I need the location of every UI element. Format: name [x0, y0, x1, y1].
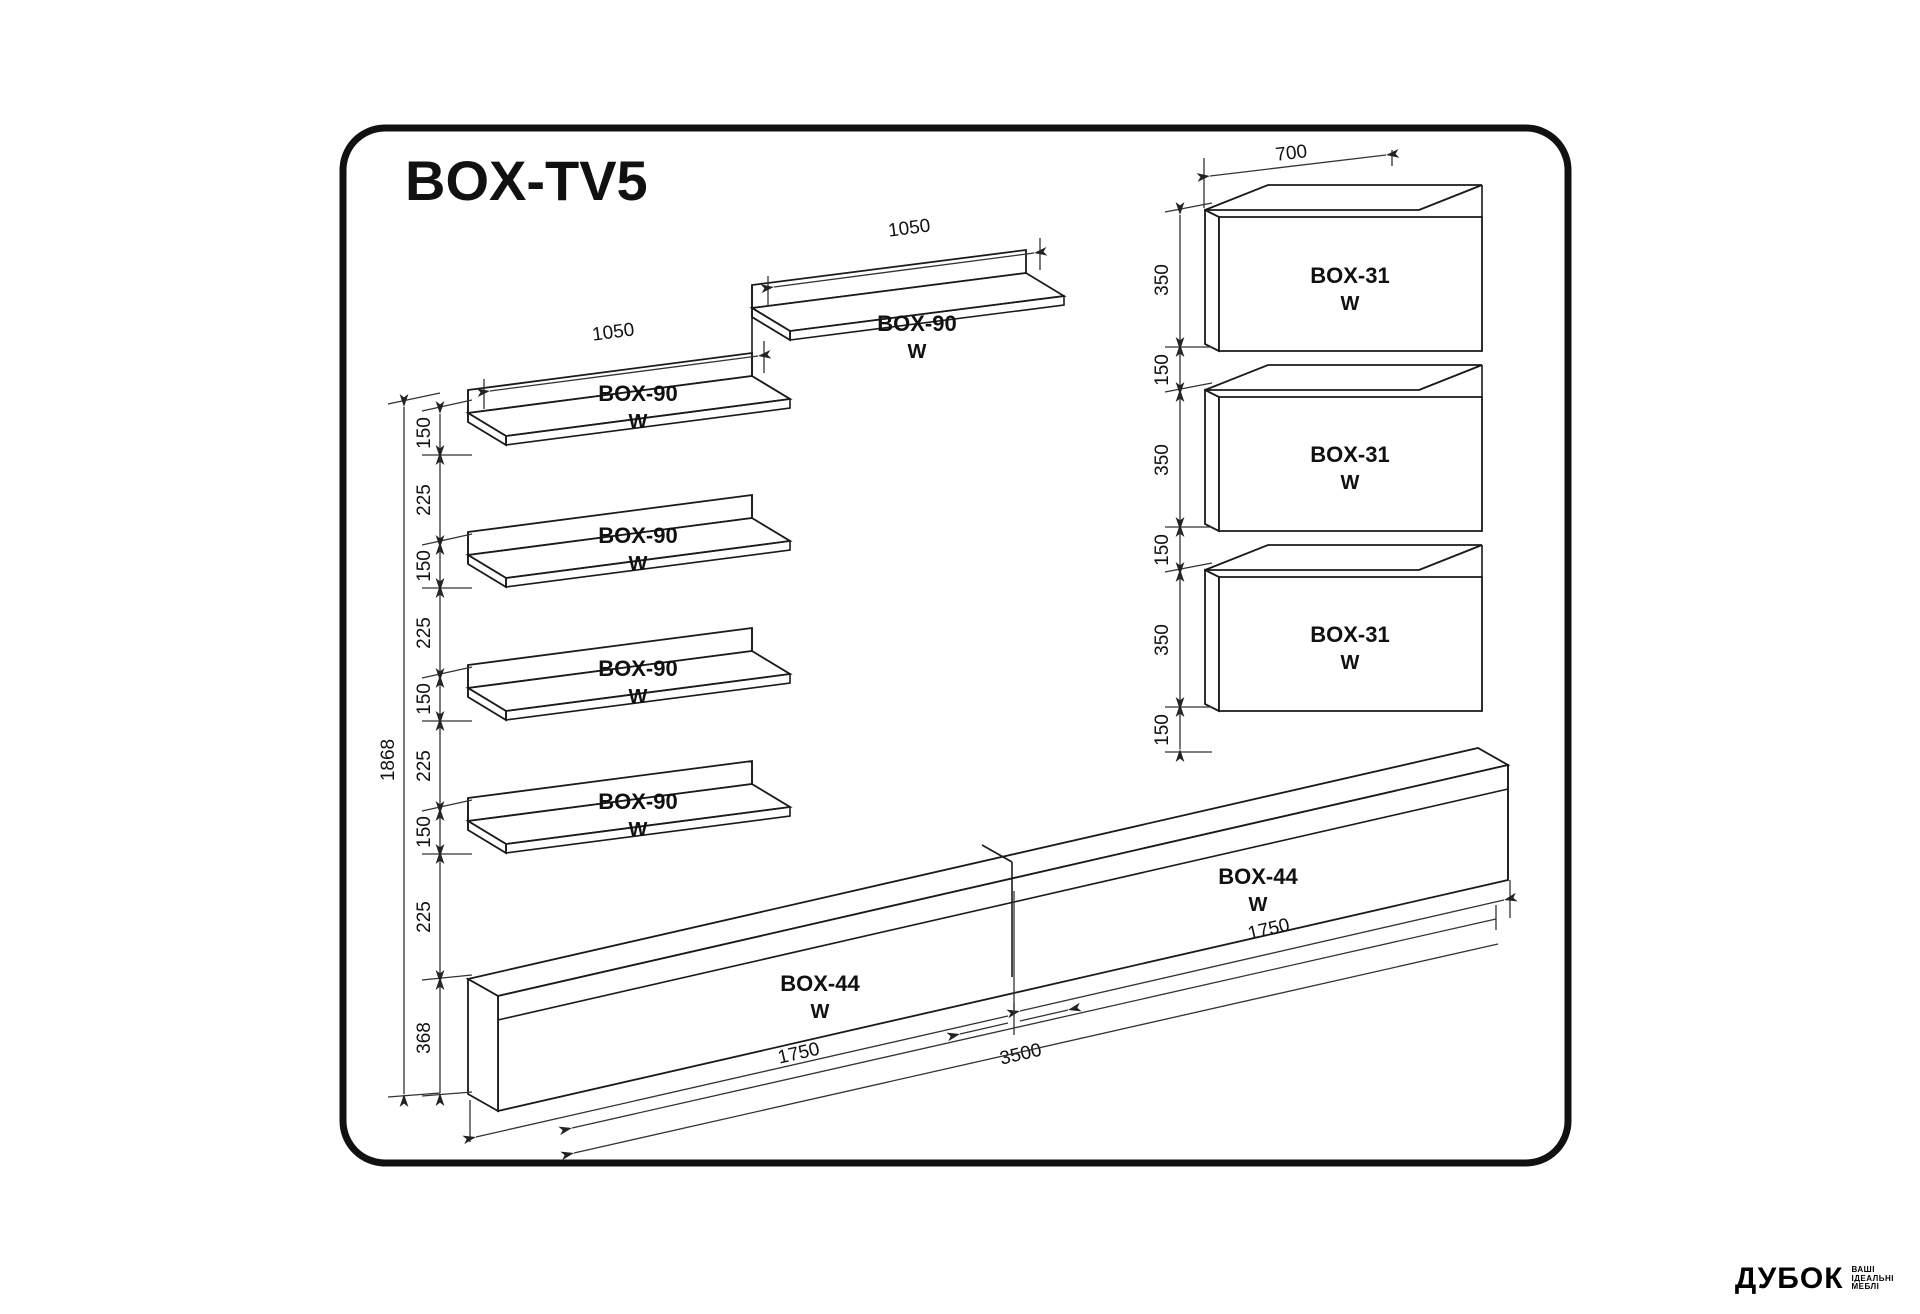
cabinet-1-variant: W [1341, 293, 1360, 315]
dim-overall-height-text: 1868 [378, 739, 399, 781]
dim-shelf-gap-3-text: 225 [414, 750, 435, 782]
dim-cabinet-gap-1-text: 150 [1152, 354, 1173, 386]
wall-cabinet-3 [1204, 544, 1483, 713]
dim-chain-shelves [421, 399, 473, 1106]
tv-left-end-face [467, 977, 499, 1113]
tv-left-label: BOX-44 [780, 971, 860, 996]
cabinet-2-label: BOX-31 [1310, 442, 1389, 467]
shelf-top-left-label: BOX-90 [598, 381, 677, 406]
dim-cabinet-width-text: 700 [1274, 141, 1308, 166]
tv-divider-top [981, 844, 1013, 863]
shelf-plate-thickness [505, 673, 791, 721]
dim-tv-width-right [1006, 880, 1518, 1019]
dim-cabinet-height-1-text: 350 [1152, 264, 1173, 296]
shelf-2-label: BOX-90 [598, 523, 677, 548]
shelf-plate-thickness [505, 398, 791, 446]
drawing-frame-border [339, 124, 1572, 1167]
shelf-top-right-label: BOX-90 [877, 311, 956, 336]
cabinet-3-label: BOX-31 [1310, 622, 1389, 647]
cabinet-front-face [1218, 576, 1483, 712]
watermark: ДУБОК ВАШІ ІДЕАЛЬНІ МЕБЛІ [1735, 1262, 1894, 1296]
wall-cabinet-2 [1204, 364, 1483, 533]
shelf-unit-3 [465, 626, 793, 722]
cabinet-2-variant: W [1341, 472, 1360, 494]
tv-right-label: BOX-44 [1218, 864, 1298, 889]
shelf-unit-2 [465, 493, 793, 589]
watermark-tagline-3: МЕБЛІ [1851, 1282, 1880, 1292]
dim-cabinet-gap-3-text: 150 [1152, 714, 1173, 746]
shelf-plate-thickness [505, 540, 791, 588]
dim-shelf-width-right [760, 238, 1048, 306]
dim-cabinet-height-3-text: 350 [1152, 624, 1173, 656]
shelf-3-label: BOX-90 [598, 656, 677, 681]
dim-cabinet-width [1196, 149, 1400, 208]
watermark-brand: ДУБОК [1734, 1262, 1844, 1295]
dim-overall-height [387, 392, 441, 1107]
shelf-unit-4 [465, 759, 793, 855]
dim-shelf-gap-4-text: 225 [414, 901, 435, 933]
dim-tv-width-left [462, 1015, 1009, 1145]
tv-reveal-line-1 [497, 788, 1509, 1021]
dim-bottom-reference-lines [558, 905, 1499, 1161]
dim-shelf-thk-1-text: 150 [414, 417, 435, 449]
cabinet-left-face [1204, 388, 1220, 533]
cabinet-edge-lines [1204, 544, 1483, 578]
cabinet-left-face [1204, 568, 1220, 713]
shelf-top-right-variant: W [908, 341, 927, 363]
dim-shelf-thk-3-text: 150 [414, 683, 435, 715]
wall-cabinet-1 [1204, 184, 1483, 353]
dim-shelf-thk-4-text: 150 [414, 816, 435, 848]
shelf-4-label: BOX-90 [598, 789, 677, 814]
dim-shelf-gap-1-text: 225 [414, 484, 435, 516]
shelf-2-variant: W [629, 553, 648, 575]
tv-base-unit [465, 747, 1511, 1113]
dim-shelf-width-left [476, 341, 772, 409]
cabinet-front-face [1218, 396, 1483, 532]
shelf-plate-thickness [505, 806, 791, 854]
cabinet-1-label: BOX-31 [1310, 263, 1389, 288]
dim-cabinet-gap-2-text: 150 [1152, 534, 1173, 566]
dim-cabinet-height-2-text: 350 [1152, 444, 1173, 476]
dim-base-height-text: 368 [414, 1022, 435, 1054]
tv-left-variant: W [811, 1001, 830, 1023]
cabinet-front-face [1218, 216, 1483, 352]
shelf-3-variant: W [629, 686, 648, 708]
dim-tv-total-width [946, 1002, 1082, 1042]
shelf-top-left-variant: W [629, 411, 648, 433]
shelf-plate-thickness [789, 295, 1065, 341]
page-title: BOX-TV5 [405, 149, 648, 212]
tv-right-variant: W [1249, 894, 1268, 916]
dim-shelf-thk-2-text: 150 [414, 550, 435, 582]
cabinet-edge-lines [1204, 184, 1483, 218]
watermark-tagline-2: ІДЕАЛЬНІ [1851, 1273, 1894, 1283]
dim-chain-cabinets [1164, 202, 1213, 762]
dim-shelf-gap-2-text: 225 [414, 617, 435, 649]
cabinet-left-face [1204, 208, 1220, 353]
shelf-4-variant: W [629, 819, 648, 841]
watermark-tagline-1: ВАШІ [1851, 1265, 1875, 1275]
cabinet-3-variant: W [1341, 652, 1360, 674]
cabinet-edge-lines [1204, 364, 1483, 398]
